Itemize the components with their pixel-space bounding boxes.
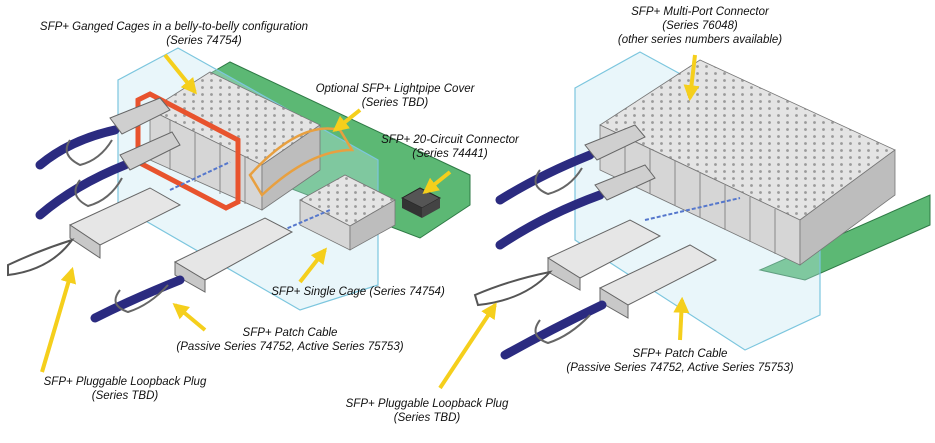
arrow-multiport [683,54,700,102]
arrow-single-cage [298,247,327,284]
right-assembly [473,51,931,360]
arrow-loopback-left [40,266,77,373]
label-ganged-cages: SFP+ Ganged Cages in a belly-to-belly co… [24,20,324,48]
label-loopback-left: SFP+ Pluggable Loopback Plug (Series TBD… [20,375,230,403]
arrow-patch-left [172,302,207,332]
label-multiport: SFP+ Multi-Port Connector (Series 76048)… [600,5,800,47]
label-multiport-line3: (other series numbers available) [617,34,783,46]
label-loopback-right-line1: SFP+ Pluggable Loopback Plug [345,398,509,410]
label-ganged-cages-line1: SFP+ Ganged Cages in a belly-to-belly co… [39,21,309,33]
label-patch-cable-right: SFP+ Patch Cable (Passive Series 74752, … [555,347,805,375]
arrow-lightpipe [332,108,362,132]
label-patch-cable-right-line2: (Passive Series 74752, Active Series 757… [566,362,794,374]
label-lightpipe-line2: (Series TBD) [361,97,429,109]
label-patch-cable-left-line2: (Passive Series 74752, Active Series 757… [176,341,404,353]
label-lightpipe: Optional SFP+ Lightpipe Cover (Series TB… [300,82,490,110]
label-single-cage-line1: SFP+ Single Cage (Series 74754) [271,286,445,298]
right-loopback-plug [473,219,662,307]
label-lightpipe-line1: Optional SFP+ Lightpipe Cover [315,83,475,95]
label-connector-20-line1: SFP+ 20-Circuit Connector [381,134,519,146]
label-patch-cable-left: SFP+ Patch Cable (Passive Series 74752, … [160,326,420,354]
connector-20-circuit [400,187,442,218]
single-cage [299,174,396,251]
left-loopback-plug [7,187,182,277]
arrow-ganged [163,53,198,95]
callout-arrows [40,53,700,390]
label-loopback-left-line2: (Series TBD) [91,390,159,402]
lightpipe-cover [248,127,355,197]
right-patch-cables [495,124,656,250]
arrow-loopback-right [438,302,497,390]
label-loopback-left-line1: SFP+ Pluggable Loopback Plug [43,376,207,388]
multiport-connector [599,59,896,266]
label-ganged-cages-line2: (Series 74754) [166,35,242,47]
label-loopback-right: SFP+ Pluggable Loopback Plug (Series TBD… [322,397,532,425]
label-multiport-line2: (Series 76048) [662,20,738,32]
label-patch-cable-left-line1: SFP+ Patch Cable [242,327,338,339]
label-multiport-line1: SFP+ Multi-Port Connector [631,6,769,18]
label-patch-cable-right-line1: SFP+ Patch Cable [632,348,728,360]
arrow-patch-right [673,296,690,341]
label-connector-20: SFP+ 20-Circuit Connector (Series 74441) [360,133,540,161]
label-single-cage: SFP+ Single Cage (Series 74754) [258,285,458,299]
left-patch-cables [35,97,181,220]
left-assembly [7,47,471,323]
label-connector-20-line2: (Series 74441) [412,148,488,160]
label-loopback-right-line2: (Series TBD) [393,412,461,424]
right-patch-cable-bottom [500,244,718,360]
left-patch-cable-bottom [90,217,294,323]
arrow-connector [422,170,452,194]
